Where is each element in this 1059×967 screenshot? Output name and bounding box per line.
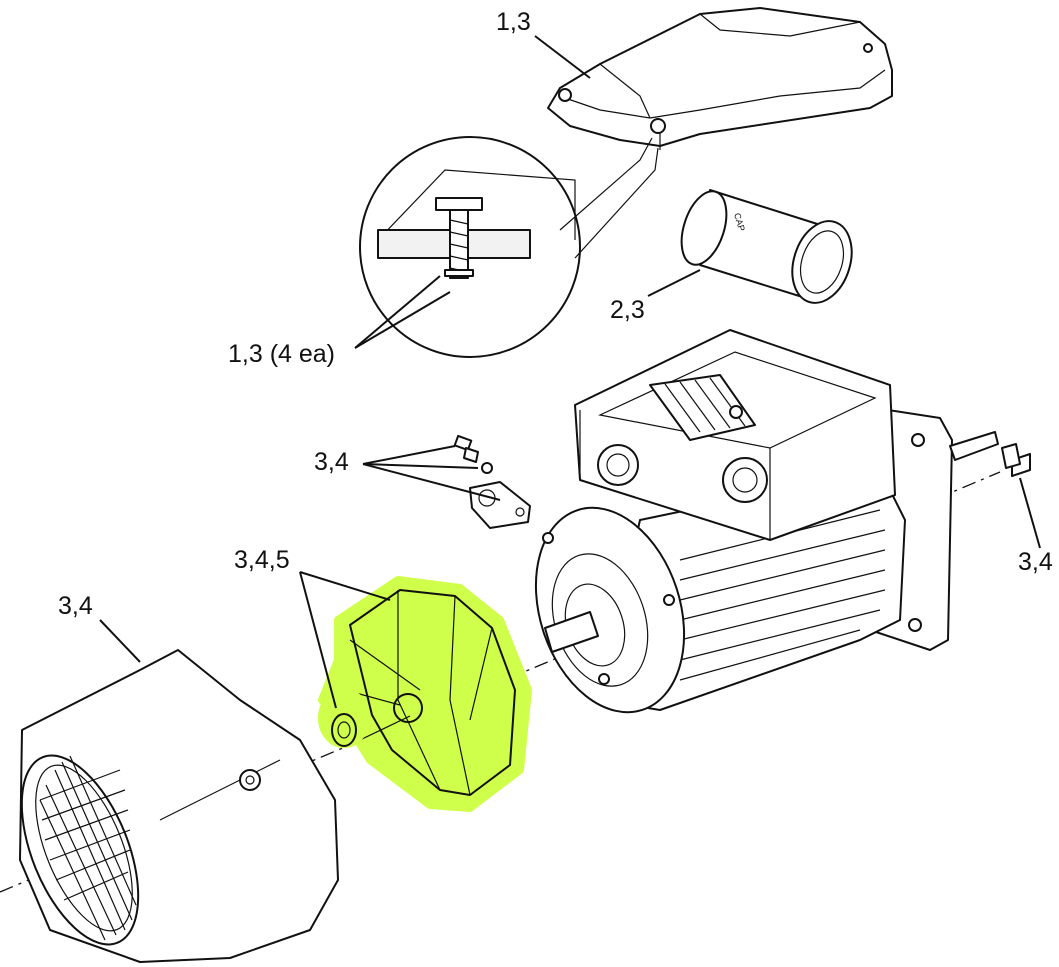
callout-shaft-bolt: 3,4 <box>1018 548 1053 576</box>
detail-inset <box>359 136 659 358</box>
callout-capacitor: 2,3 <box>610 296 645 324</box>
shaft-bolt <box>1001 443 1031 477</box>
terminal-cover <box>547 7 893 150</box>
callout-fan-guard: 3,4 <box>58 592 93 620</box>
capacitor: CAP <box>680 189 853 304</box>
callout-fan: 3,4,5 <box>234 546 290 574</box>
leader-lines <box>99 35 1041 709</box>
motor-body <box>534 329 999 714</box>
terminal-block <box>649 374 756 441</box>
capacitor-marking: CAP <box>732 212 747 233</box>
fan-washer-highlight <box>318 688 370 748</box>
fan-highlight <box>318 576 532 812</box>
callout-cover: 1,3 <box>496 8 531 36</box>
callout-bracket: 3,4 <box>314 448 349 476</box>
grounding-bracket <box>453 434 531 529</box>
guard-grille <box>39 755 137 941</box>
cooling-fan-highlighted <box>318 576 532 812</box>
fan-guard <box>19 649 339 963</box>
callout-cover-screw: 1,3 (4 ea) <box>228 340 335 368</box>
